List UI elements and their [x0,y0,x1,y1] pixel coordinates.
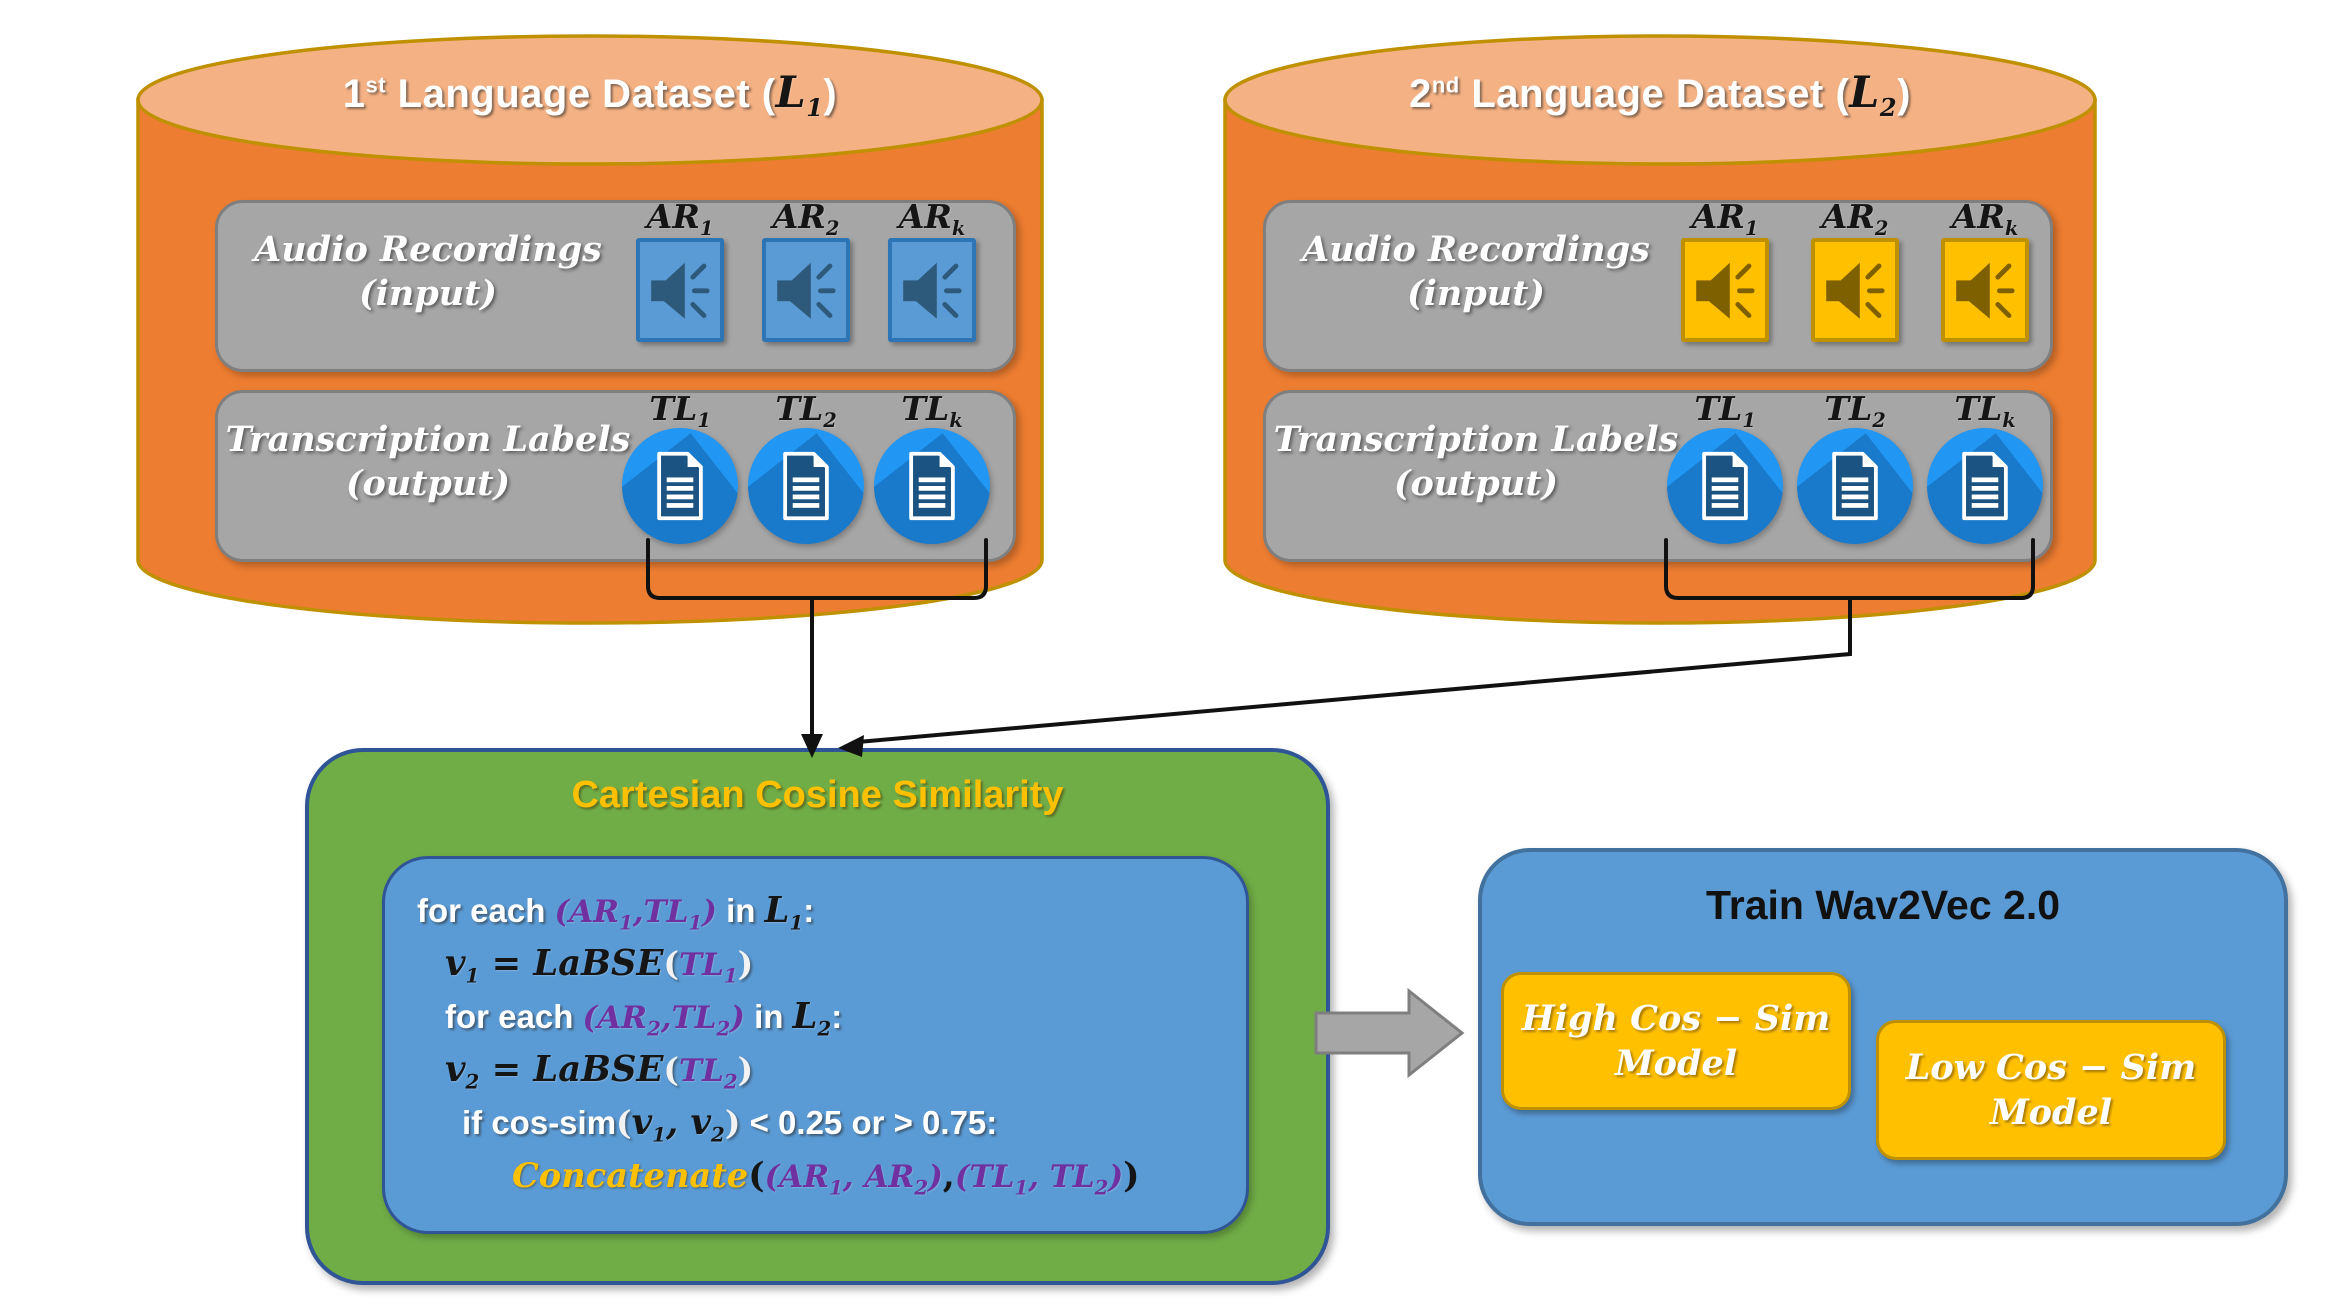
dataset-2-audio-section [1263,200,2053,372]
high-cos-sim-model-box: High Cos − Sim Model [1501,972,1851,1110]
train-wav2vec-title: Train Wav2Vec 2.0 [1705,882,2061,928]
transcription-item-label: TL1 [1694,389,1756,433]
transcription-label-item: TL2 [1797,390,1913,544]
dataset-2-transcription-label: Transcription Labels (output) [1266,418,1686,506]
document-icon [1797,428,1913,544]
document-icon [622,428,738,544]
transcription-item-label: TLk [1954,389,2016,433]
cartesian-cosine-similarity-box: Cartesian Cosine Similarity for each (AR… [305,748,1330,1285]
speaker-icon [636,238,724,342]
audio-recording-label: ARk [1951,197,2019,241]
dataset-1-transcription-label: Transcription Labels (output) [218,418,638,506]
transcription-label-line1: Transcription Labels [225,419,631,460]
audio-label-line1: Audio Recordings [1302,229,1650,270]
speaker-icon [1941,238,2029,342]
code-line-2: v1 = LaBSE(TL1) [445,943,754,988]
audio-recording-item: AR1 [622,198,738,342]
transcription-label-item: TLk [1927,390,2043,544]
document-icon [1667,428,1783,544]
flow-arrow-icon [1314,988,1465,1078]
audio-recording-label: AR2 [772,197,840,241]
dataset-2-title: 2nd Language Dataset (L2) [1409,68,1911,122]
transcription-label-line2: (output) [1393,462,1559,504]
transcription-label-item: TL1 [1667,390,1783,544]
model-label-line1: High Cos − Sim [1521,997,1831,1039]
model-label-line1: Low Cos − Sim [1905,1046,2197,1088]
code-line-5: if cos-sim(v1, v2) < 0.25 or > 0.75: [462,1102,998,1147]
dataset-1-audio-label: Audio Recordings (input) [233,228,623,316]
model-label-line2: Model [1614,1043,1738,1084]
speaker-icon [888,238,976,342]
audio-recording-label: AR2 [1821,197,1889,241]
document-icon [1927,428,2043,544]
dataset-2-transcription-section [1263,390,2053,562]
low-cos-sim-model-box: Low Cos − Sim Model [1876,1020,2226,1160]
document-icon [874,428,990,544]
transcription-label-line2: (output) [345,462,511,504]
transcription-item-label: TL2 [1824,389,1886,433]
audio-recording-label: AR1 [1691,197,1759,241]
dataset-1-audio-section [215,200,1016,372]
speaker-icon [1811,238,1899,342]
transcription-label-item: TL2 [748,390,864,544]
model-label-line2: Model [1989,1092,2113,1133]
code-line-4: v2 = LaBSE(TL2) [445,1049,754,1094]
code-line-3: for each (AR2,TL2) in L2: [445,996,843,1041]
audio-recording-item: AR1 [1667,198,1783,342]
transcription-label-item: TL1 [622,390,738,544]
speaker-icon [1681,238,1769,342]
code-line-6: Concatenate((AR1, AR2),(TL1, TL2)) [512,1155,1140,1200]
dataset-1-title: 1st Language Dataset (L1) [342,68,838,122]
document-icon [748,428,864,544]
transcription-item-label: TLk [901,389,963,433]
audio-recording-label: AR1 [646,197,714,241]
audio-recording-item: ARk [874,198,990,342]
audio-recording-item: ARk [1927,198,2043,342]
audio-label-line2: (input) [1407,272,1545,314]
cosine-similarity-title: Cartesian Cosine Similarity [571,774,1064,816]
train-wav2vec-box: Train Wav2Vec 2.0 High Cos − Sim Model L… [1478,848,2288,1226]
transcription-item-label: TL1 [649,389,711,433]
transcription-item-label: TL2 [775,389,837,433]
code-line-1: for each (AR1,TL1) in L1: [417,890,815,935]
audio-label-line1: Audio Recordings [254,229,602,270]
dataset-2-audio-label: Audio Recordings (input) [1281,228,1671,316]
transcription-label-item: TLk [874,390,990,544]
speaker-icon [762,238,850,342]
audio-recording-item: AR2 [748,198,864,342]
audio-recording-label: ARk [898,197,966,241]
audio-label-line2: (input) [359,272,497,314]
audio-recording-item: AR2 [1797,198,1913,342]
transcription-label-line1: Transcription Labels [1273,419,1679,460]
pseudocode-box: for each (AR1,TL1) in L1: v1 = LaBSE(TL1… [382,856,1249,1234]
